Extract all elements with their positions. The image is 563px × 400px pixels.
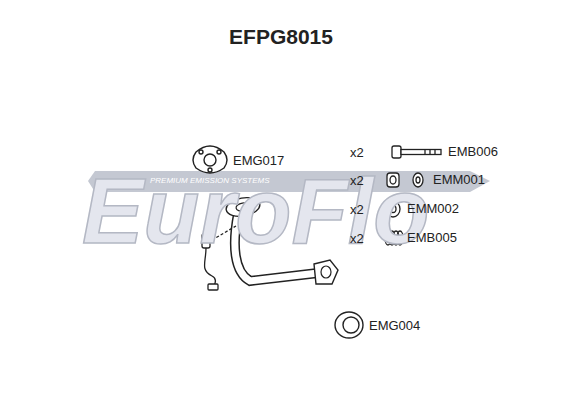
quantity: x2 (350, 232, 364, 246)
part-code: EMG017 (233, 154, 284, 168)
quantity: x2 (350, 203, 364, 217)
quantity: x2 (350, 174, 364, 188)
ring-gasket (335, 312, 363, 338)
diagram-title: EFPG8015 (229, 25, 333, 48)
bolt (392, 146, 441, 158)
watermark-tagline: PREMIUM EMISSION SYSTEMS (150, 177, 270, 186)
part-code: EMM001 (433, 173, 485, 187)
part-code: EMB006 (448, 145, 498, 159)
part-code: EMB005 (407, 231, 457, 245)
quantity: x2 (350, 146, 364, 160)
part-code: EMG004 (369, 319, 420, 333)
part-code: EMM002 (407, 202, 459, 216)
